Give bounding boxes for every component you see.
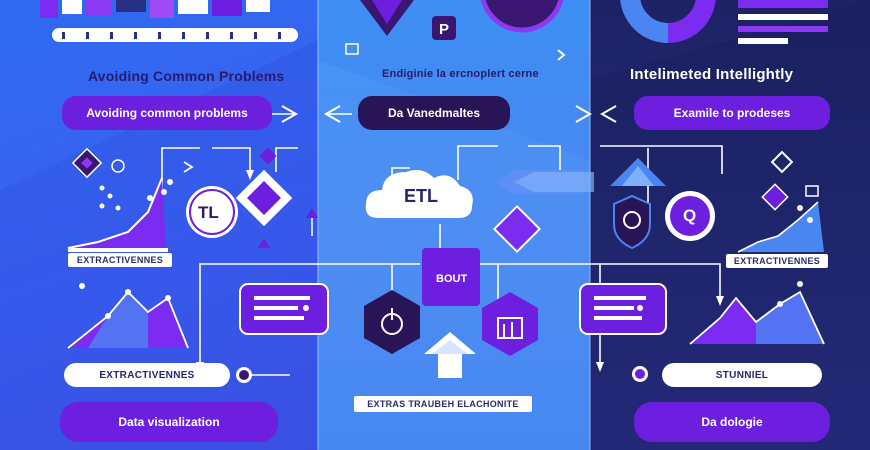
- middle-arrow-banner: [494, 170, 594, 194]
- right-label-mid[interactable]: STUNNIEL: [662, 363, 822, 387]
- diamond-icon: [71, 147, 103, 179]
- cloud-label: ETL: [404, 186, 438, 206]
- right-diamond-icon: [770, 150, 794, 174]
- right-purple-diamond: [761, 183, 789, 211]
- box-label: BOUT: [436, 273, 468, 285]
- q-label: Q: [683, 206, 697, 225]
- right-pill-bottom[interactable]: Da dologie: [634, 402, 830, 442]
- chevron-icon: [557, 49, 566, 61]
- pill-connectors: [270, 105, 617, 123]
- hexagon-icon: [364, 290, 420, 354]
- list-card-right: [579, 283, 667, 335]
- small-box-icon: [345, 43, 359, 55]
- shield-icon: [613, 194, 651, 250]
- left-pill-bottom[interactable]: Data visualization: [60, 402, 278, 442]
- q-node: [665, 191, 715, 241]
- area-chart-right: [737, 201, 824, 253]
- flow-lines: [161, 145, 724, 372]
- diamond-node: [235, 169, 293, 227]
- middle-bottom-label: EXTRAS TRAUBEH ELACHONITE: [354, 396, 532, 412]
- node-connector-right: [632, 366, 648, 382]
- right-label-top: EXTRACTIVENNES: [726, 254, 828, 268]
- right-pill[interactable]: Examile to prodeses: [634, 96, 830, 130]
- right-heading: Intelimeted Intellightly: [630, 66, 794, 83]
- tl-node-label: TL: [198, 203, 219, 222]
- area-chart-left-lower: [67, 283, 189, 349]
- area-chart-right-lower: [689, 281, 825, 345]
- magenta-diamond-icon: [259, 147, 277, 165]
- donut-chart: [620, 0, 716, 43]
- left-label-top: EXTRACTIVENNES: [68, 253, 172, 267]
- right-bars: [738, 0, 828, 44]
- up-arrow-node: [424, 332, 476, 378]
- middle-pill[interactable]: Da Vanedmaltes: [358, 96, 510, 130]
- triangle-icon: [610, 158, 666, 186]
- left-pill[interactable]: Avoiding common problems: [62, 96, 272, 130]
- arrow-icon: [183, 161, 194, 173]
- cloud-icon: [365, 170, 473, 218]
- left-heading: Avoiding Common Problems: [88, 68, 285, 84]
- ring-icon: [480, 0, 564, 33]
- funnel-icon: [360, 0, 414, 36]
- dotted-bar-marks: [62, 32, 281, 39]
- app-icon: P: [432, 16, 456, 40]
- list-card-left: [239, 283, 329, 335]
- tl-node: [186, 186, 238, 238]
- node-connector-left: [236, 367, 290, 383]
- area-chart-left: [67, 177, 173, 252]
- small-up-arrows: [258, 208, 318, 248]
- svg-text:P: P: [439, 21, 449, 38]
- middle-diamond: [492, 204, 542, 254]
- top-dotted-bar: [52, 28, 298, 42]
- right-small-box: [805, 185, 819, 197]
- left-dots: [99, 185, 121, 211]
- hexagon-chart-icon: [482, 292, 538, 356]
- top-bar-chart: [40, 0, 270, 18]
- check-icon: [111, 159, 125, 173]
- middle-heading: Endiginie la ercnoplert cerne: [382, 68, 539, 80]
- left-label-mid[interactable]: EXTRACTIVENNES: [64, 363, 230, 387]
- box-node: [422, 248, 480, 306]
